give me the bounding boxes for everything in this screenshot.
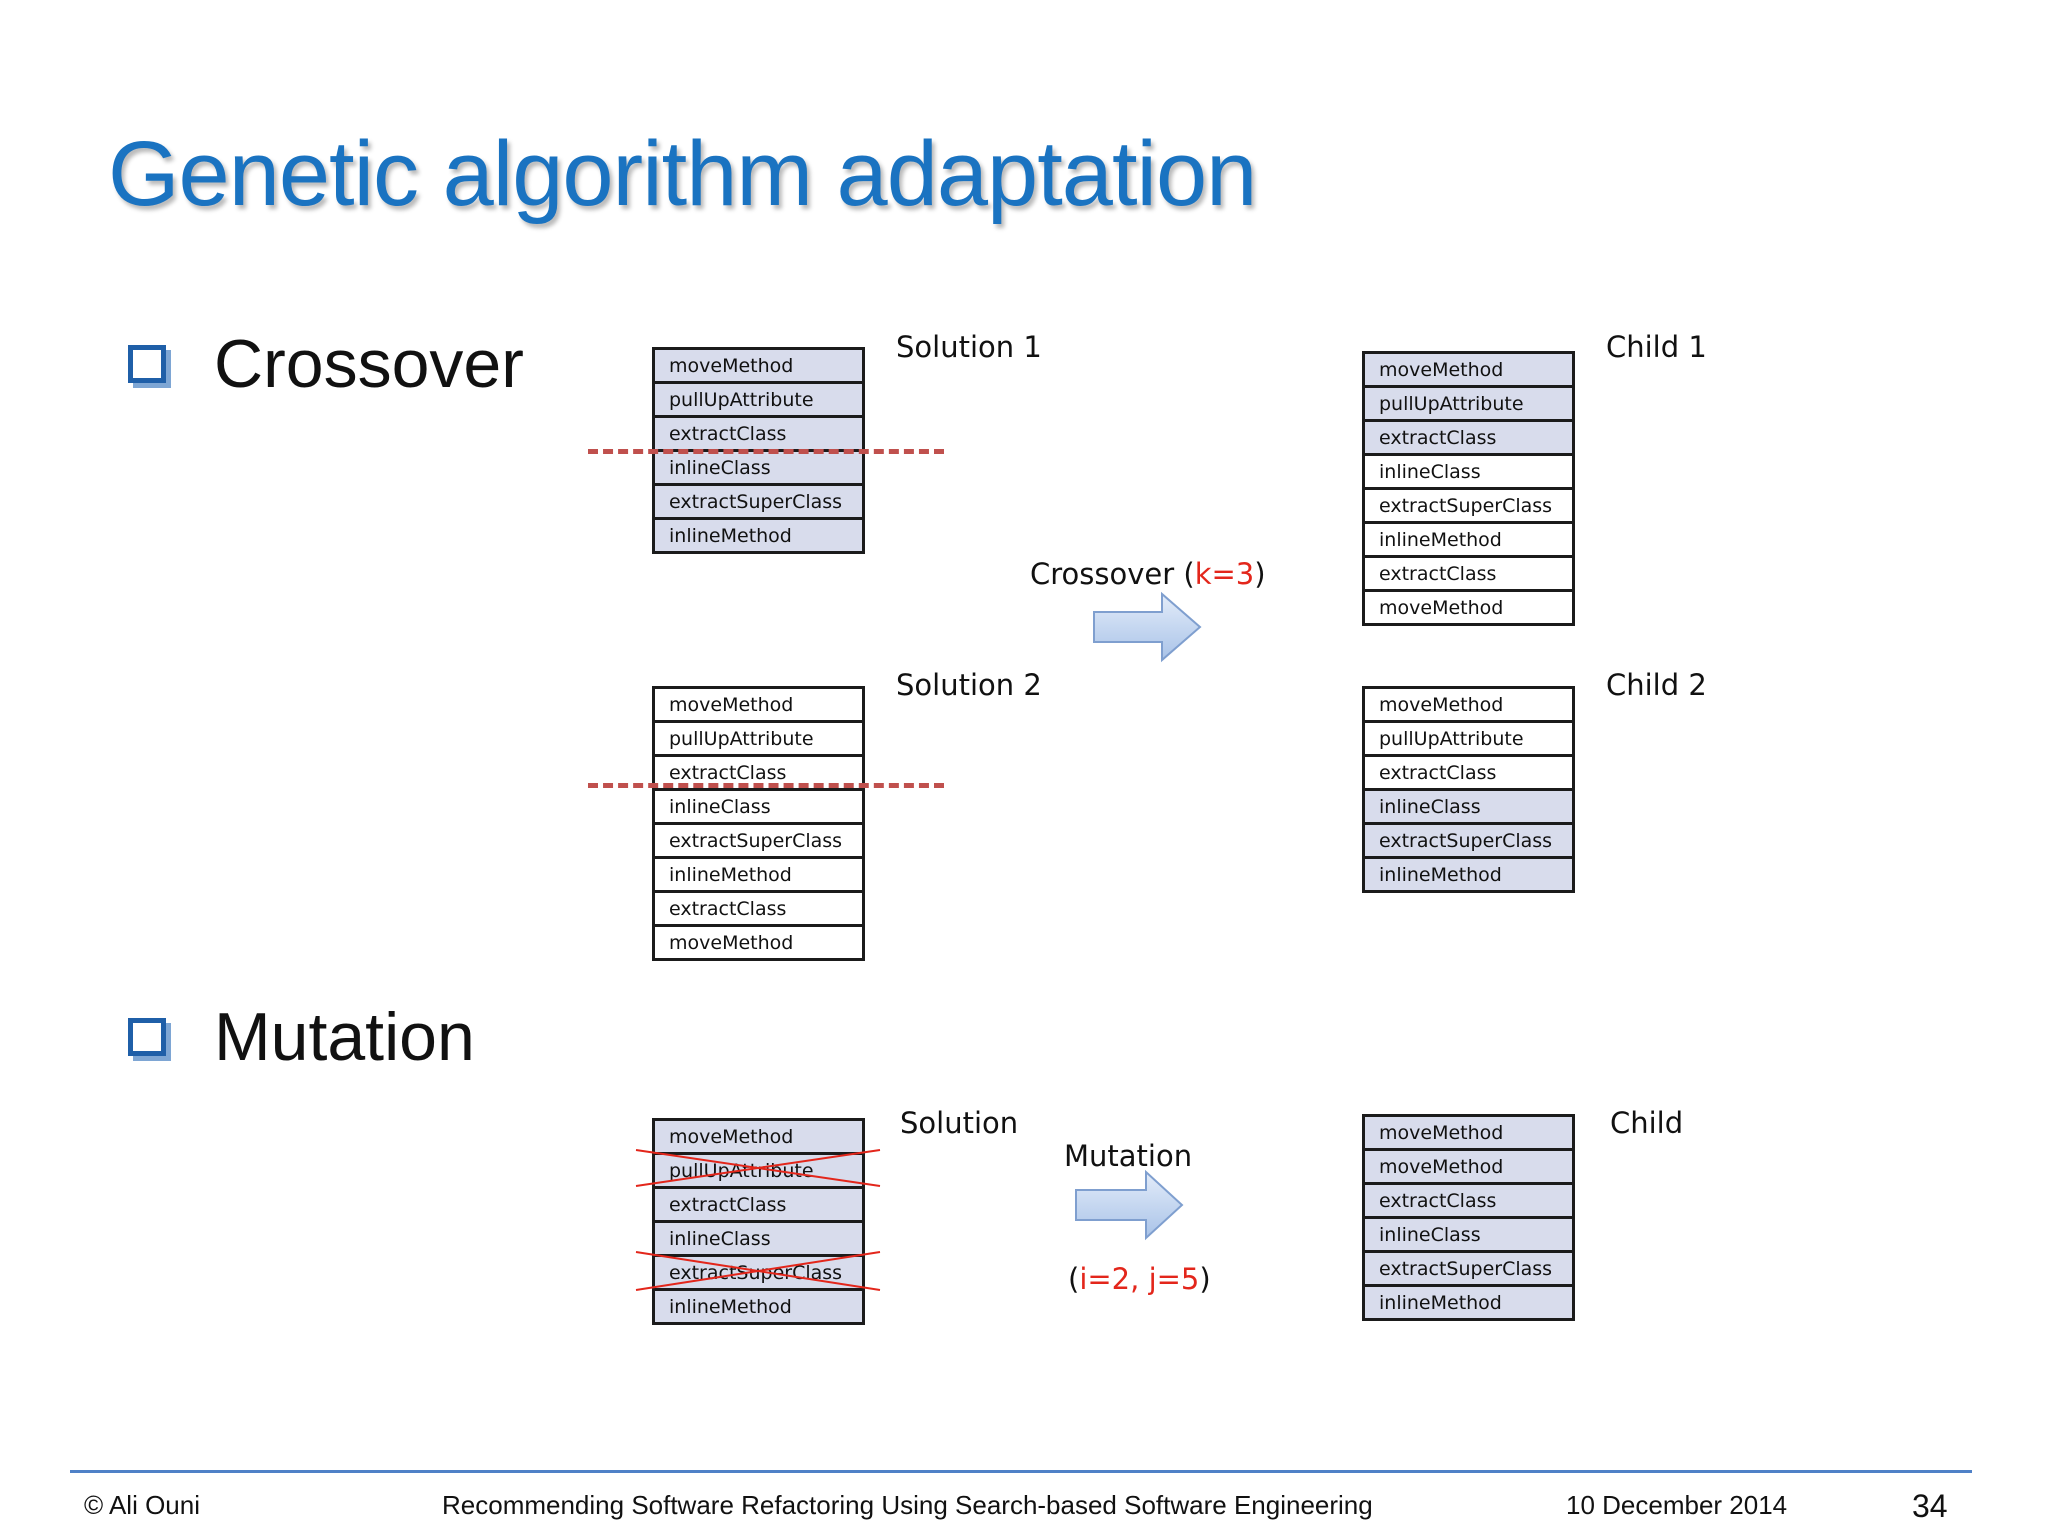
gene-cell: inlineClass [655,791,862,825]
crossover-param-open: ( [1183,557,1195,591]
bullet-mutation: Mutation [128,998,475,1076]
gene-cell: inlineMethod [655,859,862,893]
gene-cell: extractSuperClass [1365,490,1572,524]
gene-cell: moveMethod [655,1121,862,1155]
crossover-arrow-icon [1093,591,1202,663]
child1-label: Child 1 [1606,330,1707,364]
gene-cell: extractSuperClass [1365,1253,1572,1287]
strike-pullupattribute-icon [635,1149,881,1187]
gene-cell: inlineClass [655,1223,862,1257]
crossover-cut-line-2 [588,783,944,788]
footer-date: 10 December 2014 [1566,1490,1788,1520]
bullet-mutation-label: Mutation [214,999,475,1075]
solution1-stack: moveMethod pullUpAttribute extractClass … [652,347,865,554]
gene-cell: inlineMethod [1365,859,1572,890]
footer-talk-title: Recommending Software Refactoring Using … [442,1490,1373,1520]
strike-extractsuperclass-icon [635,1251,881,1291]
crossover-param: k=3 [1194,557,1255,591]
gene-cell: extractClass [1365,558,1572,592]
gene-cell: inlineMethod [655,520,862,551]
mutation-param-label: (i=2, j=5) [1068,1262,1211,1296]
gene-cell: extractClass [1365,757,1572,791]
gene-cell: moveMethod [1365,354,1572,388]
crossover-param-close: ) [1254,557,1266,591]
bullet-crossover: Crossover [128,325,524,403]
gene-cell: extractClass [655,757,862,791]
gene-cell: inlineClass [655,452,862,486]
mutation-param: i=2, j=5 [1079,1262,1200,1296]
gene-cell: moveMethod [669,932,794,954]
mutation-arrow-icon [1075,1169,1184,1241]
gene-cell: inlineClass [1365,1219,1572,1253]
gene-cell: moveMethod [655,689,862,723]
mutation-operator-label: Mutation [1064,1139,1193,1173]
gene-cell: moveMethod [655,350,862,384]
child2-label: Child 2 [1606,668,1707,702]
mutation-param-open: ( [1068,1262,1080,1296]
gene-cell: pullUpAttribute [1365,723,1572,757]
gene-cell: moveMethod [1365,689,1572,723]
bullet-square-icon [128,1018,166,1056]
footer-divider [70,1470,1972,1473]
gene-cell: extractSuperClass [655,486,862,520]
mutation-solution-label: Solution [900,1106,1019,1140]
gene-cell: inlineClass [1365,791,1572,825]
gene-cell: inlineClass [1365,456,1572,490]
solution2-stack: moveMethod pullUpAttribute extractClass … [652,686,865,961]
gene-cell: extractClass [1365,1185,1572,1219]
gene-cell: pullUpAttribute [655,723,862,757]
slide-title: Genetic algorithm adaptation [108,123,1257,225]
gene-cell: extractClass [655,893,862,927]
crossover-cut-line-1 [588,449,944,454]
gene-cell: inlineMethod [1365,524,1572,558]
solution2-label: Solution 2 [896,668,1042,702]
page-number: 34 [1912,1488,1948,1524]
mutation-param-close: ) [1199,1262,1211,1296]
child1-stack: moveMethod pullUpAttribute extractClass … [1362,351,1575,626]
gene-cell: extractSuperClass [1365,825,1572,859]
gene-cell: extractClass [1365,422,1572,456]
footer-author: © Ali Ouni [84,1490,200,1520]
mutation-child-stack: moveMethod moveMethod extractClass inlin… [1362,1114,1575,1321]
gene-cell: moveMethod [1379,597,1504,619]
gene-cell: pullUpAttribute [655,384,862,418]
mutation-child-label: Child [1610,1106,1684,1140]
gene-cell: pullUpAttribute [1365,388,1572,422]
child2-stack: moveMethod pullUpAttribute extractClass … [1362,686,1575,893]
solution1-label: Solution 1 [896,330,1042,364]
gene-cell: extractClass [655,1189,862,1223]
gene-cell: extractSuperClass [655,825,862,859]
gene-cell: inlineMethod [655,1291,862,1322]
crossover-operator-label: Crossover (k=3) [1030,557,1266,591]
bullet-crossover-label: Crossover [214,326,524,402]
gene-cell: moveMethod [1365,1151,1572,1185]
crossover-operator-text: Crossover [1030,557,1175,591]
bullet-square-icon [128,345,166,383]
gene-cell: moveMethod [1365,1117,1572,1151]
gene-cell: inlineMethod [1365,1287,1572,1318]
